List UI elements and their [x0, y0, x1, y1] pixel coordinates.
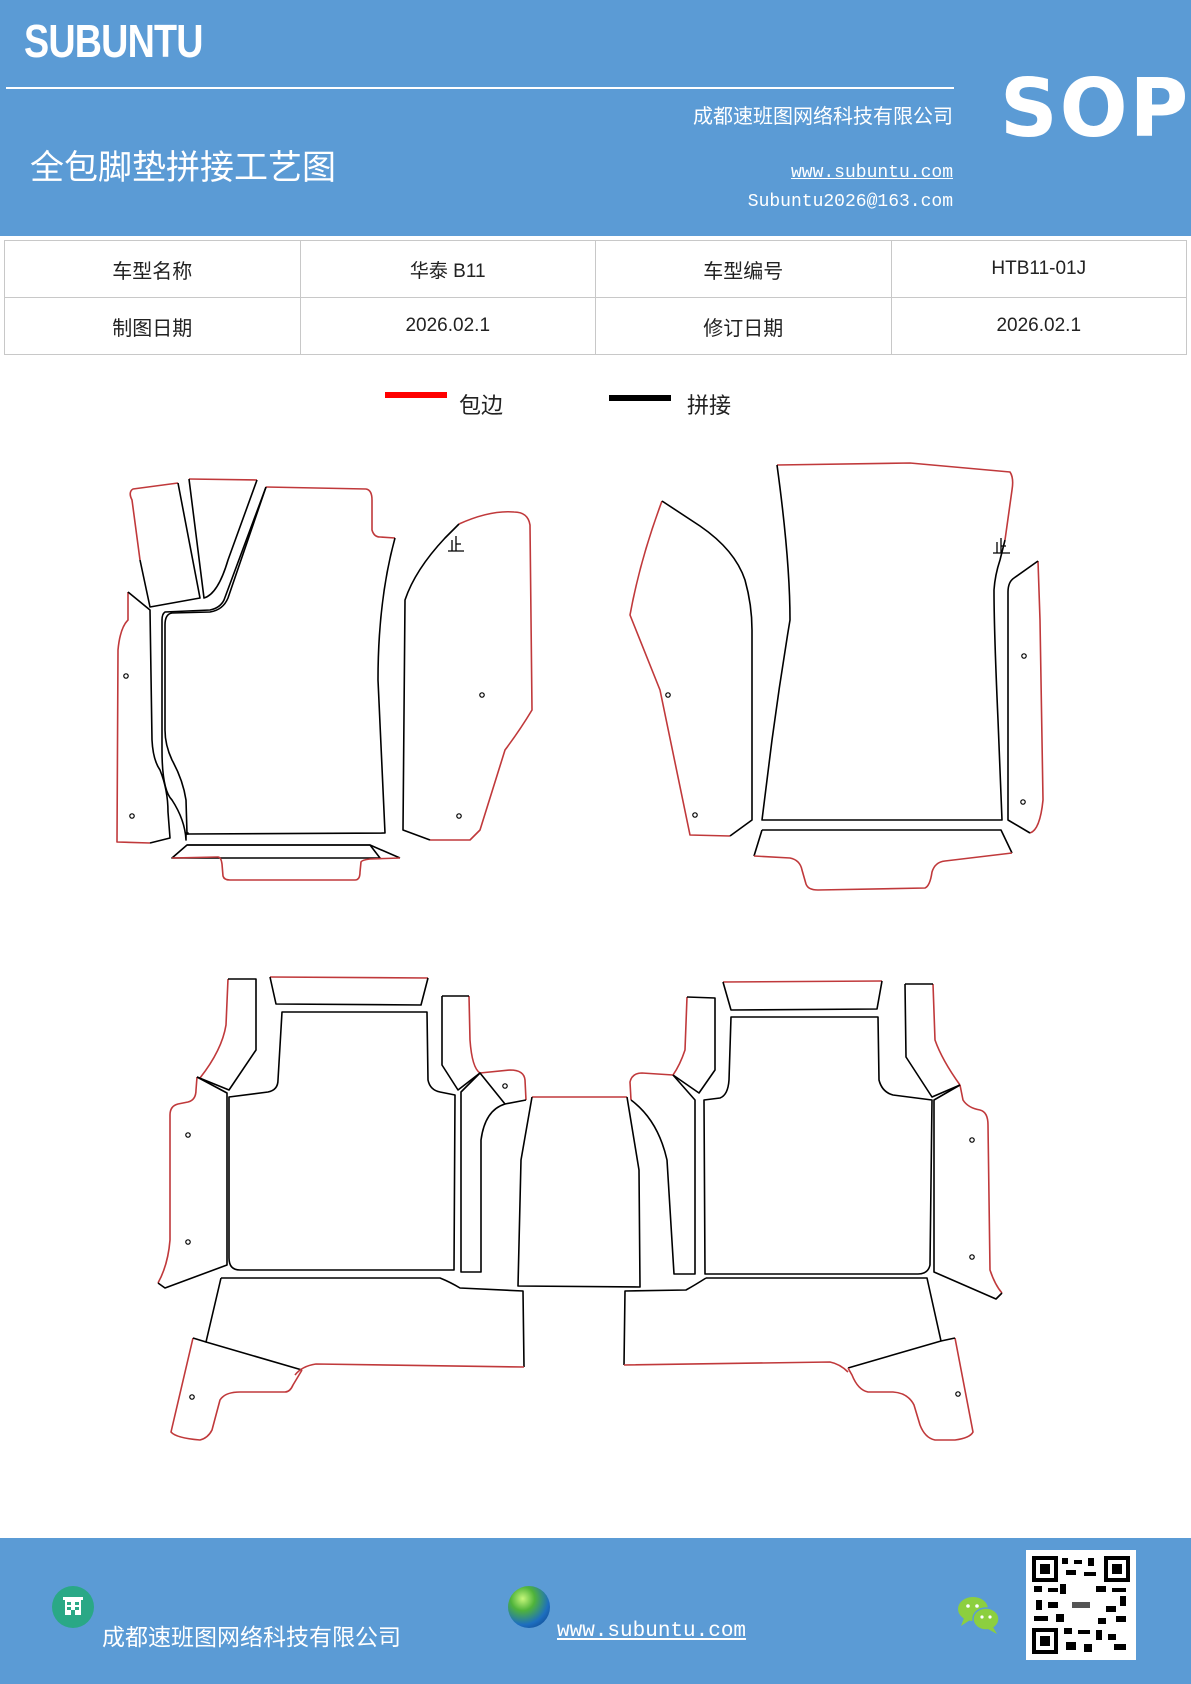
brand-logo: SUBUNTU	[24, 15, 203, 67]
stop-mark-left	[448, 536, 464, 552]
sop-badge: SOP	[1000, 62, 1191, 155]
label-draw-date: 制图日期	[4, 297, 301, 355]
vehicle-info-table: 车型名称 华泰 B11 车型编号 HTB11-01J 制图日期 2026.02.…	[4, 240, 1187, 355]
header-divider	[6, 87, 954, 89]
value-draw-date: 2026.02.1	[299, 297, 596, 355]
email-address[interactable]: Subuntu2026@163.com	[747, 192, 953, 212]
building-icon	[52, 1586, 94, 1628]
legend-swatch-seam	[609, 395, 671, 401]
front-left-mat-group	[116, 478, 533, 881]
globe-icon	[508, 1586, 550, 1628]
front-right-mat-group	[629, 462, 1044, 891]
page-title: 全包脚垫拼接工艺图	[30, 148, 336, 188]
label-model-code: 车型编号	[595, 240, 892, 298]
footer-company-name: 成都速班图网络科技有限公司	[102, 1625, 401, 1651]
wechat-icon	[956, 1594, 1002, 1636]
qr-code[interactable]	[1026, 1550, 1136, 1660]
rear-right-mat-group	[623, 980, 1003, 1441]
company-name: 成都速班图网络科技有限公司	[693, 104, 953, 128]
header: SUBUNTU 全包脚垫拼接工艺图 成都速班图网络科技有限公司 www.subu…	[0, 0, 1191, 236]
legend-label-binding: 包边	[459, 394, 504, 419]
value-model-name: 华泰 B11	[299, 240, 596, 298]
website-link[interactable]: www.subuntu.com	[790, 163, 953, 183]
label-model-name: 车型名称	[4, 240, 301, 298]
legend-swatch-binding	[385, 392, 447, 398]
value-revision-date: 2026.02.1	[890, 297, 1187, 355]
rear-left-mat-group	[157, 976, 527, 1441]
footer-website-link[interactable]: www.subuntu.com	[557, 1620, 747, 1643]
label-revision-date: 修订日期	[595, 297, 892, 355]
center-mat-piece	[517, 1096, 641, 1288]
stop-mark-right	[993, 538, 1010, 554]
legend-label-seam: 拼接	[687, 394, 732, 419]
table-row: 车型名称 华泰 B11 车型编号 HTB11-01J	[4, 240, 1187, 298]
table-row: 制图日期 2026.02.1 修订日期 2026.02.1	[4, 297, 1187, 355]
value-model-code: HTB11-01J	[890, 240, 1187, 298]
footer: 成都速班图网络科技有限公司 www.subuntu.com	[0, 1538, 1191, 1684]
legend: 包边 拼接	[0, 384, 1191, 424]
